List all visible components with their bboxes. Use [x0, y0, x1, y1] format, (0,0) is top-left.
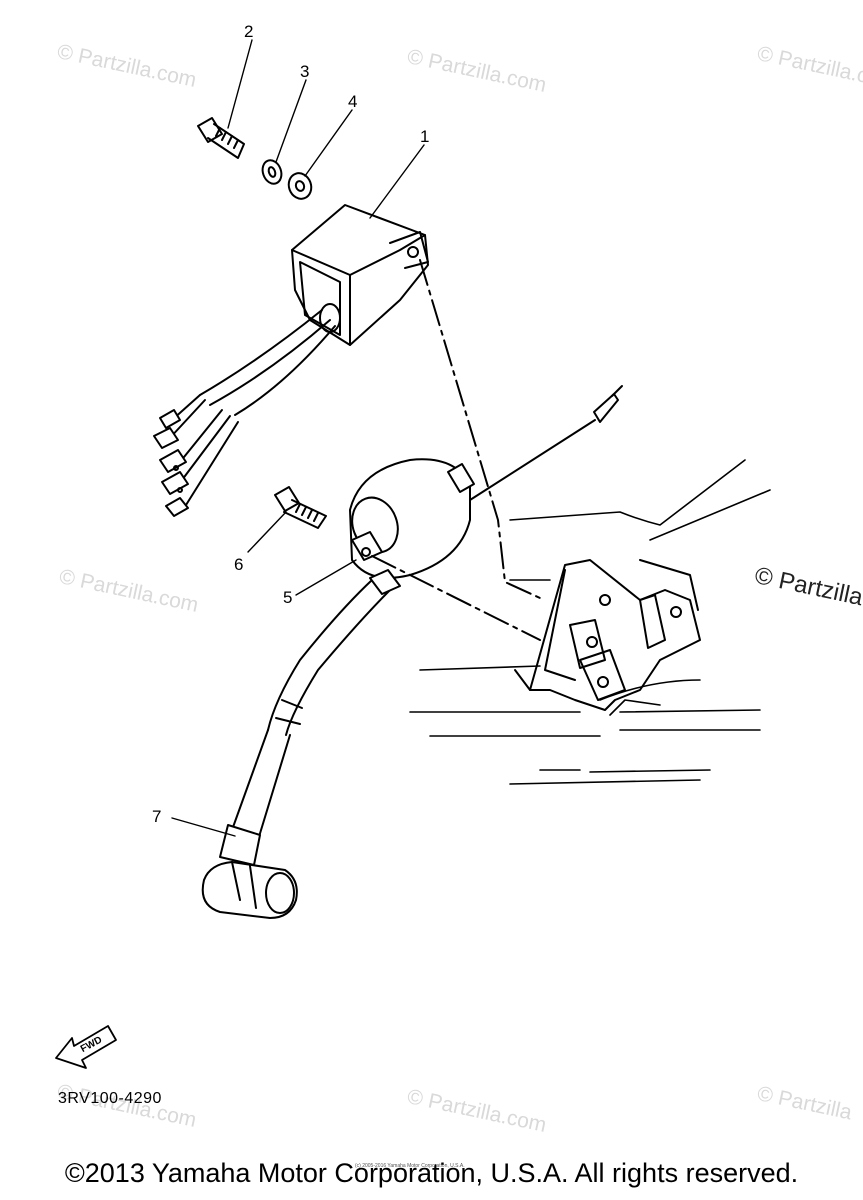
callout-3: 3 — [300, 62, 309, 81]
plug-cap-part-7 — [201, 569, 401, 919]
callout-6: 6 — [234, 555, 243, 574]
screw-part-6 — [274, 486, 327, 529]
callout-1: 1 — [420, 127, 429, 146]
fwd-arrow-icon — [55, 1025, 117, 1069]
mounting-bracket — [514, 559, 701, 711]
callout-7: 7 — [152, 807, 161, 826]
copyright-notice: ©2013 Yamaha Motor Corporation, U.S.A. A… — [64, 1158, 799, 1188]
ignition-coil-part-5 — [349, 385, 623, 579]
fine-print: (c) 2005-2016 Yamaha Motor Corporation, … — [355, 1163, 465, 1169]
diagram-reference-code: 3RV100-4290 — [58, 1090, 162, 1107]
cdi-unit-part-1 — [153, 204, 429, 517]
alignment-line — [419, 259, 541, 599]
washer-part-4 — [287, 172, 313, 200]
alignment-line — [371, 555, 541, 641]
callout-2: 2 — [244, 22, 253, 41]
callout-4: 4 — [348, 92, 357, 111]
lock-washer-part-3 — [261, 159, 283, 185]
hull-outline — [409, 459, 771, 785]
bolt-part-2 — [197, 117, 245, 159]
callout-5: 5 — [283, 588, 292, 607]
leader-lines — [171, 39, 425, 837]
